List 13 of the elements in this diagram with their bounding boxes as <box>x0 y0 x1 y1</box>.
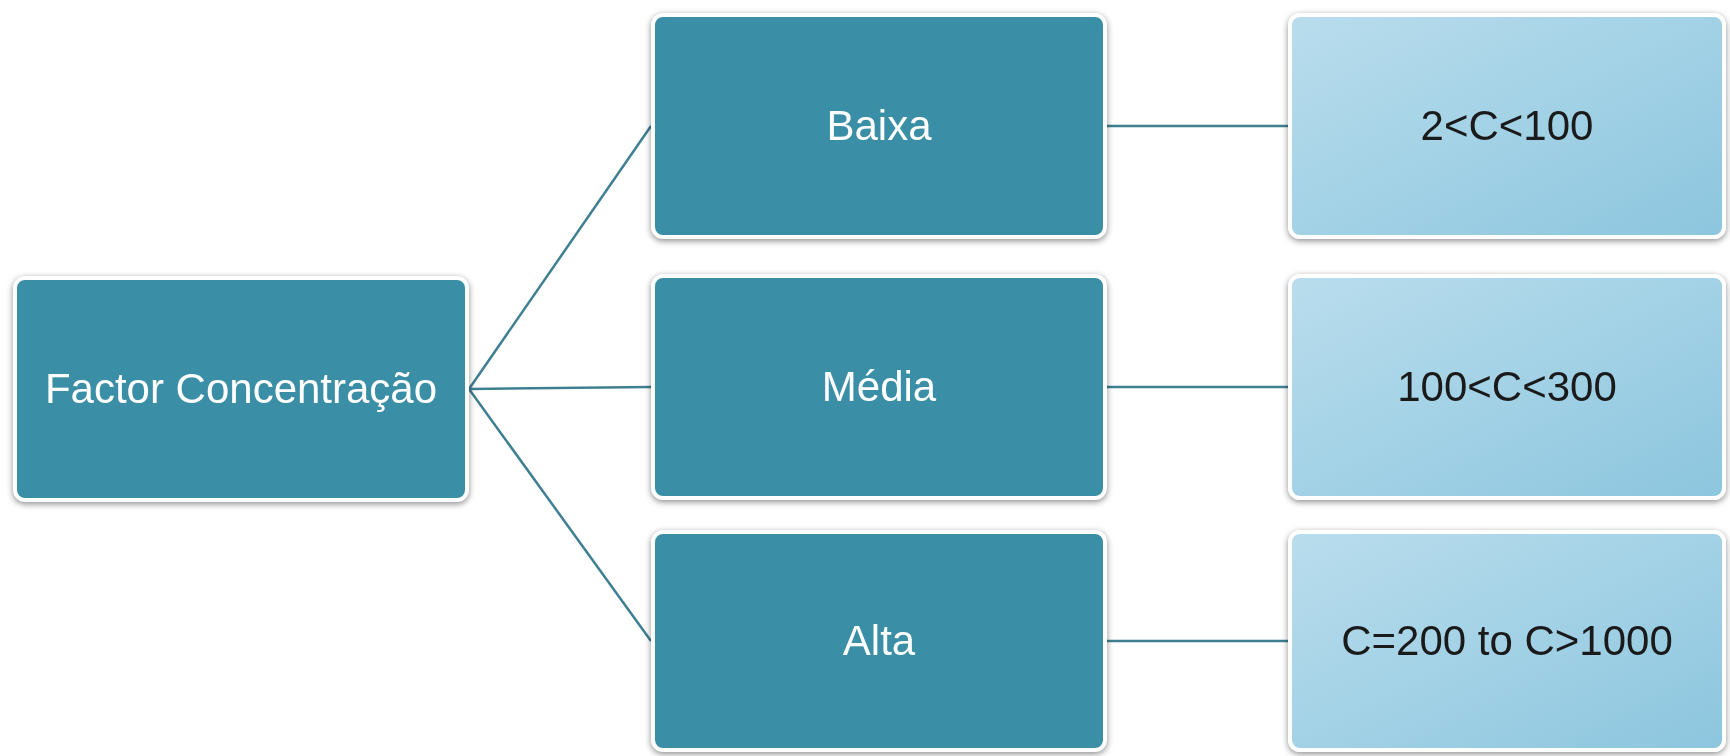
connector-line <box>1107 385 1288 389</box>
box-label: 100<C<300 <box>1397 361 1617 412</box>
box-label: Média <box>821 361 937 412</box>
box-label: Factor Concentração <box>44 363 438 414</box>
box-label: 2<C<100 <box>1420 100 1594 151</box>
connector-line <box>1107 639 1288 643</box>
box-label: Baixa <box>826 100 932 151</box>
connector-line <box>469 385 651 391</box>
connector-line <box>467 125 653 390</box>
connector-line <box>1107 124 1288 128</box>
connector-line <box>468 388 652 642</box>
box-label: Alta <box>842 615 916 666</box>
box-label: C=200 to C>1000 <box>1341 615 1673 666</box>
